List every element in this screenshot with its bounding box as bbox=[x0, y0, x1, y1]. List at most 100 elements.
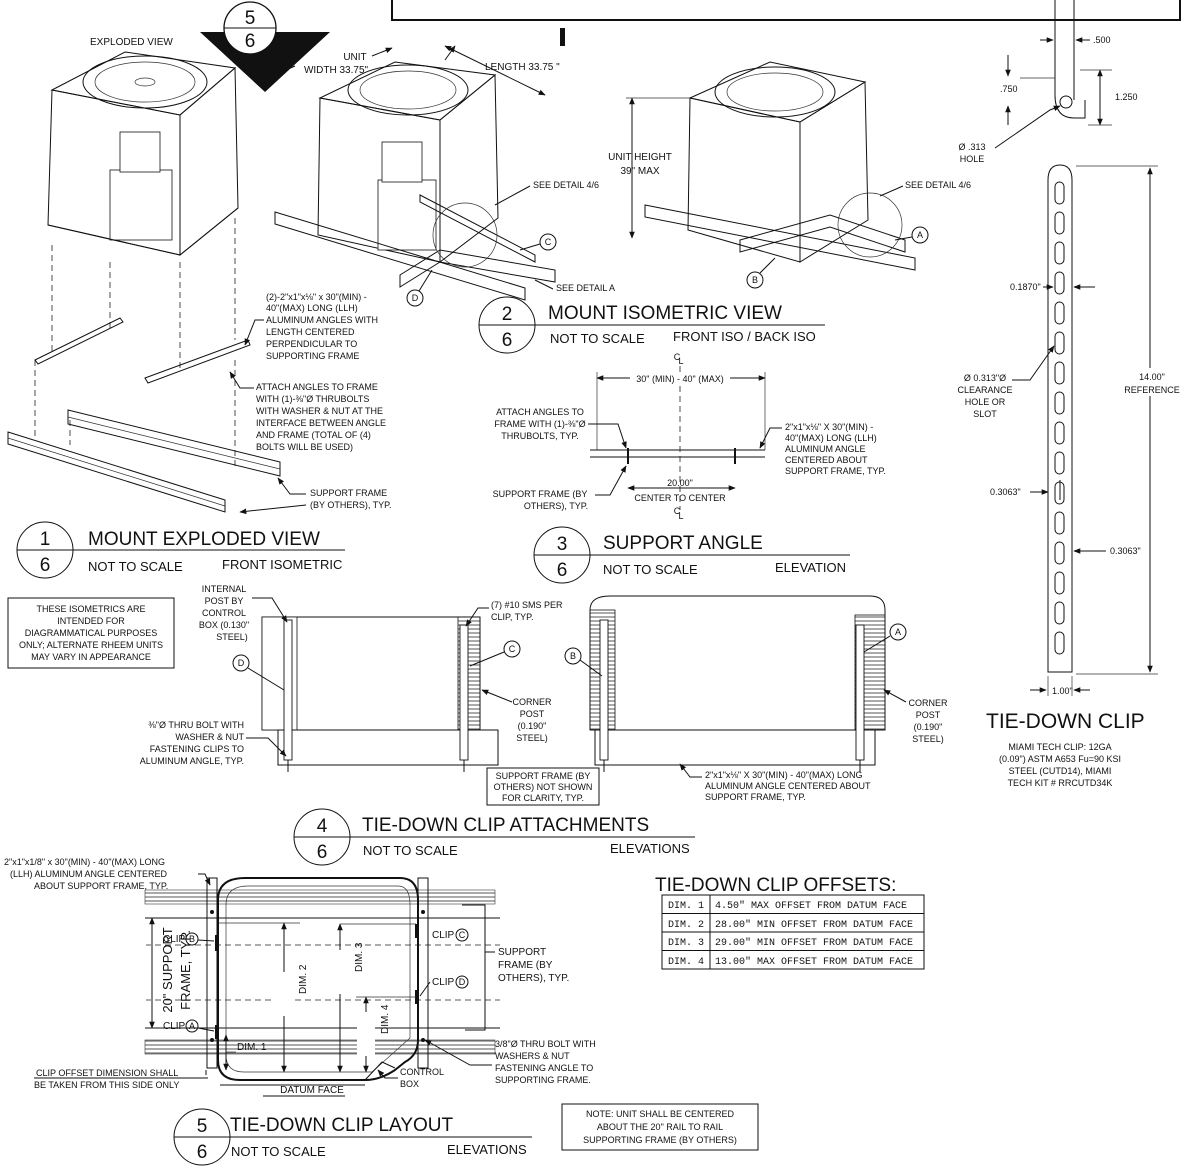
svg-text:THRUBOLTS, TYP.: THRUBOLTS, TYP. bbox=[501, 431, 579, 441]
svg-text:13.00" MAX OFFSET FROM DATUM F: 13.00" MAX OFFSET FROM DATUM FACE bbox=[715, 956, 913, 968]
svg-text:6: 6 bbox=[317, 842, 328, 863]
svg-text:(7) #10 SMS PER: (7) #10 SMS PER bbox=[491, 600, 563, 610]
svg-text:ABOUT THE 20" RAIL TO RAIL: ABOUT THE 20" RAIL TO RAIL bbox=[597, 1122, 723, 1132]
exploded-rails bbox=[7, 409, 281, 513]
svg-text:SUPPORT: SUPPORT bbox=[498, 947, 546, 958]
detail-marker-header: 5 6 bbox=[200, 1, 565, 92]
svg-text:4.50" MAX OFFSET FROM DATUM FA: 4.50" MAX OFFSET FROM DATUM FACE bbox=[715, 900, 907, 912]
svg-text:DIM. 2: DIM. 2 bbox=[668, 920, 704, 931]
svg-text:MAY VARY IN APPEARANCE: MAY VARY IN APPEARANCE bbox=[31, 652, 151, 662]
svg-text:LENGTH CENTERED: LENGTH CENTERED bbox=[266, 327, 355, 337]
svg-text:Ø 0.313"Ø: Ø 0.313"Ø bbox=[964, 373, 1006, 383]
svg-text:C: C bbox=[509, 644, 516, 654]
svg-text:0.1870": 0.1870" bbox=[1010, 282, 1041, 292]
svg-text:INTERFACE BETWEEN ANGLE: INTERFACE BETWEEN ANGLE bbox=[256, 418, 386, 428]
svg-text:BOX: BOX bbox=[400, 1079, 419, 1089]
svg-text:CLIP, TYP.: CLIP, TYP. bbox=[491, 612, 534, 622]
svg-text:BOLTS WILL BE USED): BOLTS WILL BE USED) bbox=[256, 442, 353, 452]
svg-text:40"(MAX) LONG (LLH): 40"(MAX) LONG (LLH) bbox=[266, 303, 358, 313]
table-row: DIM. 4 13.00" MAX OFFSET FROM DATUM FACE bbox=[668, 956, 913, 968]
svg-text:SUPPORT FRAME: SUPPORT FRAME bbox=[310, 488, 387, 498]
dim-4-label: DIM. 4 bbox=[380, 1004, 391, 1034]
table-row: DIM. 2 28.00" MIN OFFSET FROM DATUM FACE bbox=[668, 919, 913, 931]
svg-text:NOT TO SCALE: NOT TO SCALE bbox=[88, 559, 183, 574]
svg-text:A: A bbox=[189, 1021, 195, 1031]
svg-text:CENTER TO CENTER: CENTER TO CENTER bbox=[634, 493, 726, 503]
title-mount-exploded: 1 6 MOUNT EXPLODED VIEW NOT TO SCALE FRO… bbox=[16, 521, 345, 579]
svg-text:ALUMINUM ANGLE, TYP.: ALUMINUM ANGLE, TYP. bbox=[140, 756, 244, 766]
title-mount-isometric: 2 6 MOUNT ISOMETRIC VIEW NOT TO SCALE FR… bbox=[478, 296, 825, 354]
svg-text:6: 6 bbox=[502, 330, 513, 351]
svg-text:BOX (0.130": BOX (0.130" bbox=[199, 620, 249, 630]
svg-text:3: 3 bbox=[557, 534, 568, 555]
svg-text:ALUMINUM ANGLE CENTERED ABOUT: ALUMINUM ANGLE CENTERED ABOUT bbox=[705, 781, 871, 791]
exploded-angles-note: (2)-2"x1"x⅛" x 30"(MIN) - 40"(MAX) LONG … bbox=[244, 292, 378, 361]
svg-text:DIM. 3: DIM. 3 bbox=[668, 938, 704, 949]
title-4-name: TIE-DOWN CLIP ATTACHMENTS bbox=[362, 815, 649, 836]
svg-text:POST BY: POST BY bbox=[205, 596, 244, 606]
svg-text:NOT TO SCALE: NOT TO SCALE bbox=[363, 843, 458, 858]
title-3-name: SUPPORT ANGLE bbox=[603, 533, 763, 554]
svg-text:FRAME, TYP.: FRAME, TYP. bbox=[178, 930, 193, 1010]
svg-text:WASHERS & NUT: WASHERS & NUT bbox=[495, 1051, 570, 1061]
svg-text:⅜"Ø THRU BOLT WITH: ⅜"Ø THRU BOLT WITH bbox=[148, 720, 244, 730]
svg-text:2: 2 bbox=[502, 304, 513, 325]
svg-text:CORNER: CORNER bbox=[908, 698, 948, 708]
svg-text:ELEVATIONS: ELEVATIONS bbox=[447, 1142, 527, 1157]
svg-text:FASTENING CLIPS TO: FASTENING CLIPS TO bbox=[150, 744, 244, 754]
svg-text:INTENDED FOR: INTENDED FOR bbox=[57, 616, 125, 626]
exploded-frame-note: SUPPORT FRAME (BY OTHERS), TYP. bbox=[239, 477, 392, 515]
svg-text:SUPPORTING FRAME: SUPPORTING FRAME bbox=[266, 351, 359, 361]
support-angle-elevation: C L 30" (MIN) - 40" (MAX) ATTACH ANGLES … bbox=[493, 352, 886, 521]
svg-text:D: D bbox=[412, 293, 419, 303]
svg-text:STEEL): STEEL) bbox=[912, 734, 944, 744]
svg-text:D: D bbox=[459, 977, 466, 987]
iso-see-detail-a: SEE DETAIL A bbox=[556, 283, 615, 293]
dim-1-label: DIM. 1 bbox=[237, 1042, 267, 1053]
svg-text:B: B bbox=[189, 934, 195, 944]
svg-text:(0.09") ASTM A653 Fu=90 KSI: (0.09") ASTM A653 Fu=90 KSI bbox=[999, 754, 1121, 764]
svg-text:AND FRAME (TOTAL OF (4): AND FRAME (TOTAL OF (4) bbox=[256, 430, 371, 440]
svg-text:OTHERS) NOT SHOWN: OTHERS) NOT SHOWN bbox=[494, 782, 593, 792]
svg-text:29.00" MIN OFFSET FROM DATUM F: 29.00" MIN OFFSET FROM DATUM FACE bbox=[715, 937, 913, 949]
support-angle-span: 30" (MIN) - 40" (MAX) bbox=[636, 374, 723, 384]
svg-text:CONTROL: CONTROL bbox=[202, 608, 246, 618]
tie-down-clip-detail: .500 .750 1.250 Ø .313 HOLE bbox=[957, 0, 1182, 788]
svg-text:FRONT ISOMETRIC: FRONT ISOMETRIC bbox=[222, 557, 342, 572]
svg-text:(BY OTHERS), TYP.: (BY OTHERS), TYP. bbox=[310, 500, 392, 510]
svg-text:ATTACH ANGLES TO FRAME: ATTACH ANGLES TO FRAME bbox=[256, 382, 378, 392]
exploded-unit bbox=[47, 51, 239, 257]
svg-text:SUPPORTING FRAME.: SUPPORTING FRAME. bbox=[495, 1075, 591, 1085]
iso-unit-height-label-1: UNIT HEIGHT bbox=[608, 152, 672, 163]
svg-text:WITH (1)-⅜"Ø THRUBOLTS: WITH (1)-⅜"Ø THRUBOLTS bbox=[256, 394, 369, 404]
title-clip-attachments: 4 6 TIE-DOWN CLIP ATTACHMENTS NOT TO SCA… bbox=[293, 808, 695, 866]
svg-text:.750: .750 bbox=[1000, 84, 1018, 94]
svg-text:ELEVATIONS: ELEVATIONS bbox=[610, 841, 690, 856]
tie-down-clip-title: TIE-DOWN CLIP bbox=[986, 710, 1145, 733]
svg-text:FRAME WITH (1)-⅜"Ø: FRAME WITH (1)-⅜"Ø bbox=[494, 419, 585, 429]
svg-text:SUPPORTING FRAME (BY OTHERS): SUPPORTING FRAME (BY OTHERS) bbox=[583, 1135, 737, 1145]
svg-text:CONTROL: CONTROL bbox=[400, 1067, 444, 1077]
svg-text:NOT TO SCALE: NOT TO SCALE bbox=[550, 331, 645, 346]
svg-text:SLOT: SLOT bbox=[973, 409, 997, 419]
svg-text:STEEL (CUTD14), MIAMI: STEEL (CUTD14), MIAMI bbox=[1009, 766, 1112, 776]
svg-text:TECH KIT # RRCUTD34K: TECH KIT # RRCUTD34K bbox=[1008, 778, 1113, 788]
svg-text:1.00": 1.00" bbox=[1052, 686, 1073, 696]
svg-text:ABOUT SUPPORT FRAME, TYP.: ABOUT SUPPORT FRAME, TYP. bbox=[34, 881, 168, 891]
center-note-box: NOTE: UNIT SHALL BE CENTERED ABOUT THE 2… bbox=[561, 1103, 759, 1151]
svg-text:WASHER & NUT: WASHER & NUT bbox=[175, 732, 244, 742]
svg-text:ATTACH ANGLES TO: ATTACH ANGLES TO bbox=[496, 407, 584, 417]
svg-text:1.250: 1.250 bbox=[1115, 92, 1138, 102]
svg-text:SUPPORT FRAME (BY: SUPPORT FRAME (BY bbox=[496, 771, 591, 781]
isometric-note-box: THESE ISOMETRICS ARE INTENDED FOR DIAGRA… bbox=[7, 597, 175, 669]
svg-text:OTHERS), TYP.: OTHERS), TYP. bbox=[524, 501, 588, 511]
svg-text:NOT TO SCALE: NOT TO SCALE bbox=[603, 562, 698, 577]
svg-text:CLEARANCE: CLEARANCE bbox=[957, 385, 1012, 395]
svg-text:CLIP: CLIP bbox=[432, 930, 455, 941]
svg-text:B: B bbox=[570, 651, 576, 661]
svg-text:FRAME (BY: FRAME (BY bbox=[498, 960, 553, 971]
table-row: DIM. 3 29.00" MIN OFFSET FROM DATUM FACE bbox=[668, 937, 913, 949]
svg-text:6: 6 bbox=[40, 555, 51, 576]
svg-text:L: L bbox=[678, 356, 683, 366]
exploded-angles bbox=[34, 317, 251, 384]
